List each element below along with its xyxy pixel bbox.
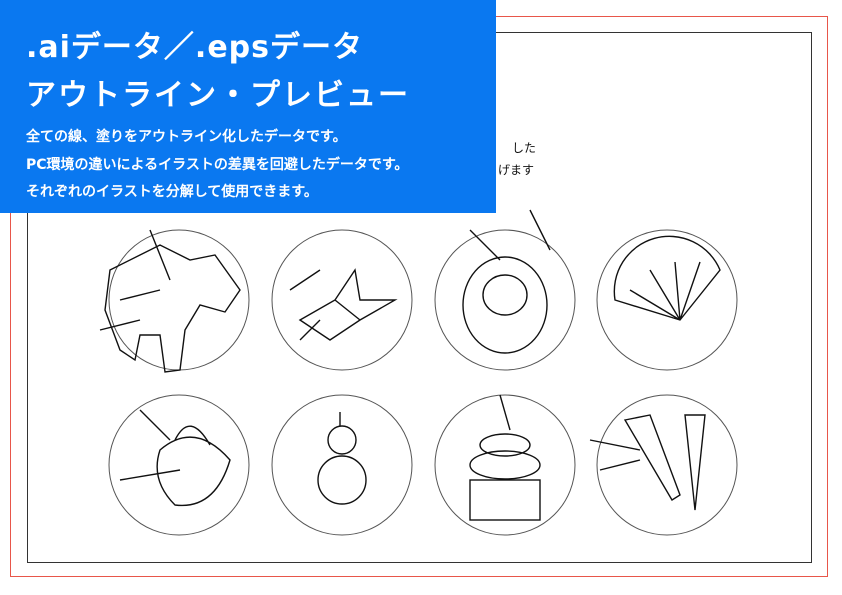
banner-description-line: PC環境の違いによるイラストの差異を回避したデータです。	[26, 157, 409, 173]
banner-description-line: それぞれのイラストを分解して使用できます。	[26, 184, 318, 200]
banner-subtitle: アウトライン・プレビュー	[26, 78, 410, 113]
gourd-icon	[271, 394, 413, 536]
kagami-mochi-icon	[434, 394, 576, 536]
info-banner: .aiデータ／.epsデータ アウトライン・プレビュー 全ての線、塗りをアウトラ…	[0, 0, 496, 213]
banner-title: .aiデータ／.epsデータ	[26, 30, 363, 65]
ox-icon	[99, 229, 250, 373]
drawstring-bag-icon	[108, 394, 250, 536]
card-text-fragment: した	[512, 141, 537, 155]
card-text-fragment: げます	[498, 163, 535, 177]
folding-fan-icon	[596, 229, 738, 371]
banner-description-line: 全ての線、塗りをアウトライン化したデータです。	[26, 129, 347, 145]
hagoita-icon	[589, 394, 738, 536]
paper-crane-icon	[271, 229, 413, 371]
daruma-icon	[434, 209, 576, 371]
